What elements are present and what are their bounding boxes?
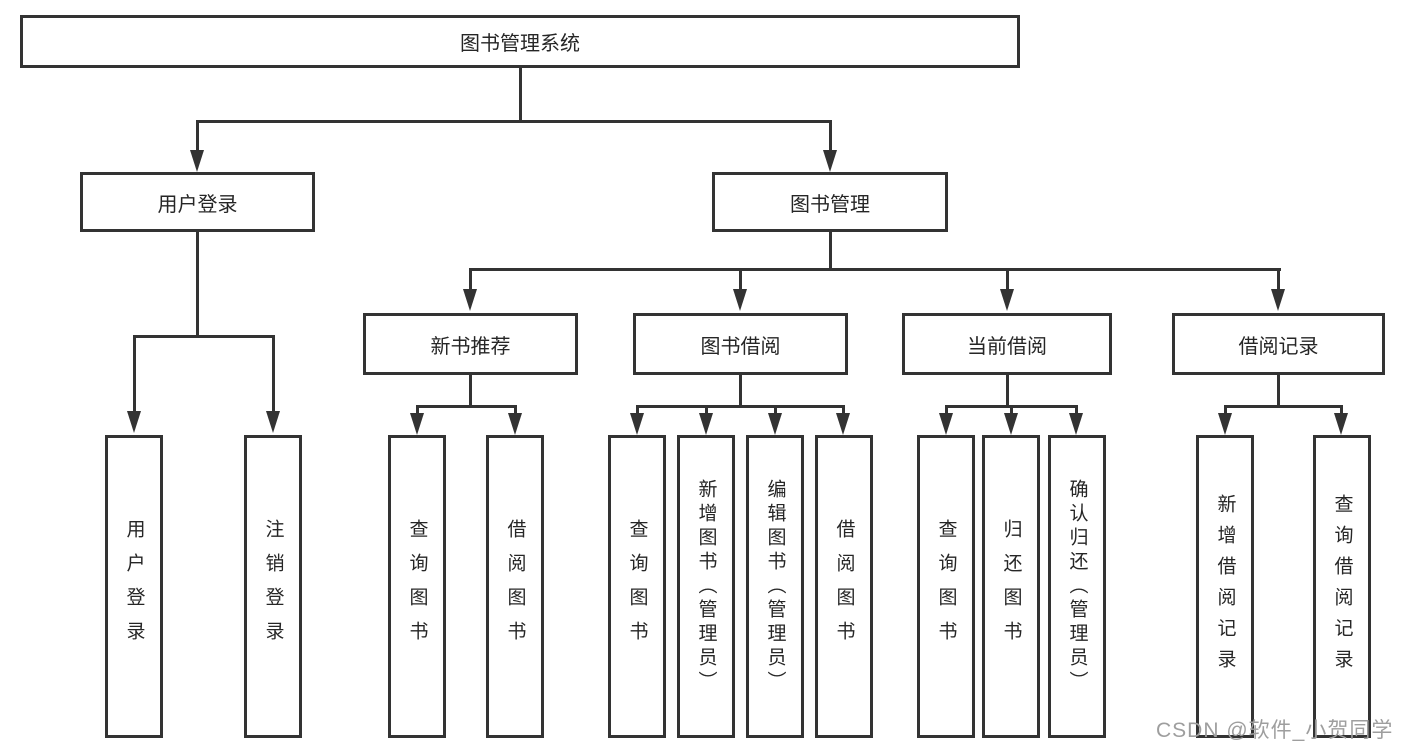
- arrow-down-icon: [733, 289, 747, 311]
- connector-to-cb-query: [945, 405, 948, 415]
- arrow-down-icon: [630, 413, 644, 435]
- arrow-down-icon: [939, 413, 953, 435]
- node-book-management: 图书管理: [712, 172, 948, 232]
- node-current-borrowing-label: 当前借阅: [967, 335, 1047, 358]
- connector-to-cb-return: [1010, 405, 1013, 415]
- arrow-down-icon: [768, 413, 782, 435]
- arrow-down-icon: [699, 413, 713, 435]
- arrow-down-icon: [127, 411, 141, 433]
- leaf-rec-query-book-label: 查询图书: [406, 518, 428, 655]
- arrow-down-icon: [190, 150, 204, 172]
- arrow-down-icon: [463, 289, 477, 311]
- connector-to-rec-query: [416, 405, 419, 415]
- node-user-login-label: 用户登录: [157, 193, 238, 216]
- connector-root-stub: [519, 68, 522, 123]
- arrow-down-icon: [836, 413, 850, 435]
- arrow-down-icon: [1069, 413, 1083, 435]
- leaf-br-add-record: 新增借阅记录: [1196, 435, 1254, 738]
- connector-to-current-borrow: [1006, 268, 1009, 291]
- arrow-down-icon: [508, 413, 522, 435]
- node-root-label: 图书管理系统: [460, 33, 580, 55]
- leaf-bb-add-book-admin: 新增图书（管理员）: [677, 435, 735, 738]
- arrow-down-icon: [1271, 289, 1285, 311]
- connector-borrow-records-stub: [1277, 375, 1280, 405]
- connector-borrow-records-horizontal: [1224, 405, 1343, 408]
- node-new-book-recommendation: 新书推荐: [363, 313, 578, 375]
- leaf-cb-return-book-label: 归还图书: [1000, 518, 1022, 655]
- leaf-logout-label: 注销登录: [262, 518, 284, 655]
- connector-to-bb-edit: [774, 405, 777, 415]
- leaf-cb-confirm-return-admin: 确认归还（管理员）: [1048, 435, 1106, 738]
- leaf-cb-query-book: 查询图书: [917, 435, 975, 738]
- arrow-down-icon: [823, 150, 837, 172]
- connector-to-rec-borrow: [514, 405, 517, 415]
- arrow-down-icon: [1334, 413, 1348, 435]
- arrow-down-icon: [266, 411, 280, 433]
- leaf-br-query-record-label: 查询借阅记录: [1331, 493, 1353, 680]
- connector-to-leaf-logout: [272, 335, 275, 413]
- leaf-rec-query-book: 查询图书: [388, 435, 446, 738]
- csdn-watermark: CSDN @软件_小贺同学: [1156, 719, 1394, 742]
- node-borrowing-records-label: 借阅记录: [1238, 335, 1319, 358]
- leaf-user-login: 用户登录: [105, 435, 163, 738]
- node-borrowing-records: 借阅记录: [1172, 313, 1385, 375]
- connector-root-horizontal: [196, 120, 832, 123]
- connector-current-borrow-stub: [1006, 375, 1009, 405]
- node-user-login: 用户登录: [80, 172, 315, 232]
- connector-to-cb-confirm: [1075, 405, 1078, 415]
- arrow-down-icon: [1004, 413, 1018, 435]
- connector-to-book-borrow: [739, 268, 742, 291]
- arrow-down-icon: [1218, 413, 1232, 435]
- leaf-bb-query-book-label: 查询图书: [626, 518, 648, 655]
- connector-book-borrow-horizontal: [636, 405, 845, 408]
- node-book-management-label: 图书管理: [790, 193, 870, 216]
- connector-book-mgmt-horizontal: [469, 268, 1281, 271]
- leaf-bb-edit-book-admin-label: 编辑图书（管理员）: [764, 478, 786, 695]
- connector-to-new-book-rec: [469, 268, 472, 291]
- leaf-bb-borrow-book: 借阅图书: [815, 435, 873, 738]
- node-root-library-system: 图书管理系统: [20, 15, 1020, 68]
- connector-root-to-book-mgmt: [829, 120, 832, 152]
- leaf-bb-query-book: 查询图书: [608, 435, 666, 738]
- connector-to-bb-borrow: [842, 405, 845, 415]
- leaf-bb-edit-book-admin: 编辑图书（管理员）: [746, 435, 804, 738]
- arrow-down-icon: [1000, 289, 1014, 311]
- leaf-br-query-record: 查询借阅记录: [1313, 435, 1371, 738]
- node-current-borrowing: 当前借阅: [902, 313, 1112, 375]
- node-new-book-recommendation-label: 新书推荐: [430, 335, 511, 358]
- leaf-cb-return-book: 归还图书: [982, 435, 1040, 738]
- connector-to-bb-add: [705, 405, 708, 415]
- connector-to-borrow-records: [1277, 268, 1280, 291]
- leaf-cb-confirm-return-admin-label: 确认归还（管理员）: [1066, 478, 1088, 695]
- node-book-borrowing-label: 图书借阅: [700, 335, 781, 358]
- leaf-br-add-record-label: 新增借阅记录: [1214, 493, 1236, 680]
- connector-new-book-rec-horizontal: [416, 405, 517, 408]
- connector-to-leaf-login: [133, 335, 136, 413]
- connector-root-to-user-login: [196, 120, 199, 152]
- leaf-cb-query-book-label: 查询图书: [935, 518, 957, 655]
- connector-new-book-rec-stub: [469, 375, 472, 405]
- connector-to-br-add: [1224, 405, 1227, 415]
- leaf-logout: 注销登录: [244, 435, 302, 738]
- arrow-down-icon: [410, 413, 424, 435]
- connector-book-mgmt-stub: [829, 232, 832, 268]
- node-book-borrowing: 图书借阅: [633, 313, 848, 375]
- connector-book-borrow-stub: [739, 375, 742, 405]
- leaf-bb-borrow-book-label: 借阅图书: [833, 518, 855, 655]
- connector-user-login-horizontal: [133, 335, 275, 338]
- connector-to-bb-query: [636, 405, 639, 415]
- leaf-rec-borrow-book: 借阅图书: [486, 435, 544, 738]
- leaf-rec-borrow-book-label: 借阅图书: [504, 518, 526, 655]
- connector-user-login-stub: [196, 232, 199, 335]
- connector-to-br-query: [1340, 405, 1343, 415]
- leaf-bb-add-book-admin-label: 新增图书（管理员）: [695, 478, 717, 695]
- leaf-user-login-label: 用户登录: [123, 518, 145, 655]
